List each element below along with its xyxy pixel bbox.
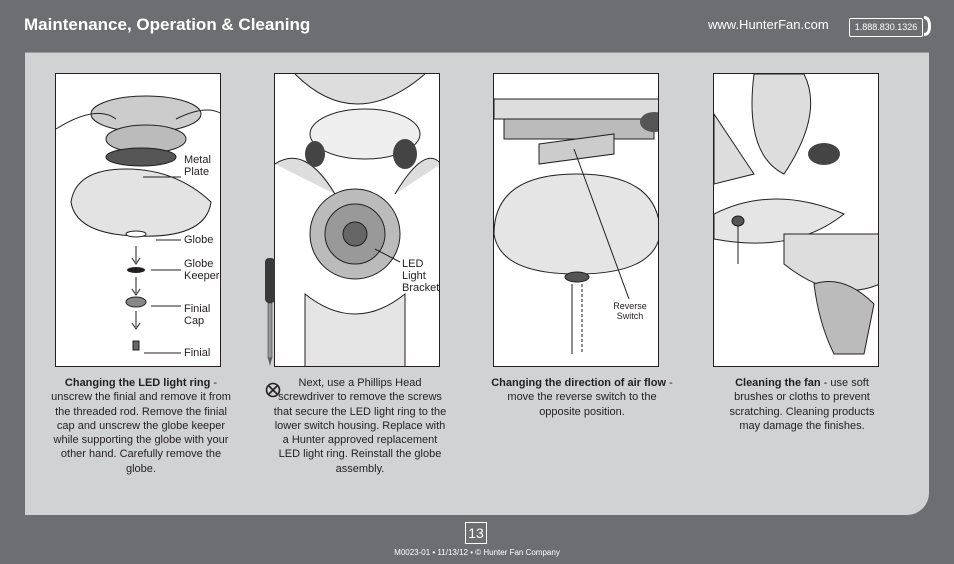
- page-title: Maintenance, Operation & Cleaning: [24, 15, 311, 34]
- fan-globe-diagram: [56, 95, 220, 354]
- label-finial-cap: Finial Cap: [184, 303, 211, 327]
- screwdriver-icon: [265, 258, 275, 366]
- step2-illustration: LED Light Bracket: [274, 73, 440, 367]
- step1-heading: Changing the LED light ring: [64, 377, 211, 389]
- footer-text: M0023-01 • 11/13/12 • © Hunter Fan Compa…: [394, 548, 560, 557]
- step4-heading: Cleaning the fan: [735, 377, 821, 389]
- step1-description: Changing the LED light ring - unscrew th…: [48, 376, 234, 476]
- led-bracket-diagram: [275, 74, 439, 366]
- reverse-switch-diagram: [494, 98, 658, 354]
- step2-description: Next, use a Phillips Head screwdriver to…: [272, 376, 448, 476]
- step3-heading: Changing the direction of air flow: [491, 377, 667, 389]
- step1-body: - unscrew the finial and remove it from …: [51, 377, 231, 475]
- step4-body: - use soft brushes or cloths to prevent …: [729, 377, 875, 432]
- label-globe-keeper: Globe Keeper: [184, 258, 220, 282]
- fan-cleaning-diagram: [714, 74, 878, 355]
- phone-handset-icon: [924, 16, 931, 36]
- step3-illustration: Reverse Switch: [493, 73, 659, 367]
- label-metal-plate: Metal Plate: [184, 154, 211, 178]
- phillips-screw-icon: [265, 382, 281, 398]
- phone-number: 1.888.830.1326: [849, 18, 923, 37]
- step1-illustration: Metal Plate Globe Globe Keeper Finial Ca…: [55, 73, 221, 367]
- step4-description: Cleaning the fan - use soft brushes or c…: [718, 376, 886, 433]
- step4-illustration: [713, 73, 879, 367]
- step2-body: Next, use a Phillips Head screwdriver to…: [273, 377, 447, 475]
- label-led-light-bracket: LED Light Bracket: [402, 258, 440, 294]
- step3-description: Changing the direction of air flow - mov…: [490, 376, 674, 419]
- label-globe: Globe: [184, 234, 214, 246]
- label-reverse-switch: Reverse Switch: [613, 301, 647, 321]
- page-number: 13: [465, 522, 487, 544]
- label-finial: Finial: [184, 347, 211, 359]
- website-link[interactable]: www.HunterFan.com: [708, 17, 829, 32]
- step3-body: - move the reverse switch to the opposit…: [507, 377, 673, 418]
